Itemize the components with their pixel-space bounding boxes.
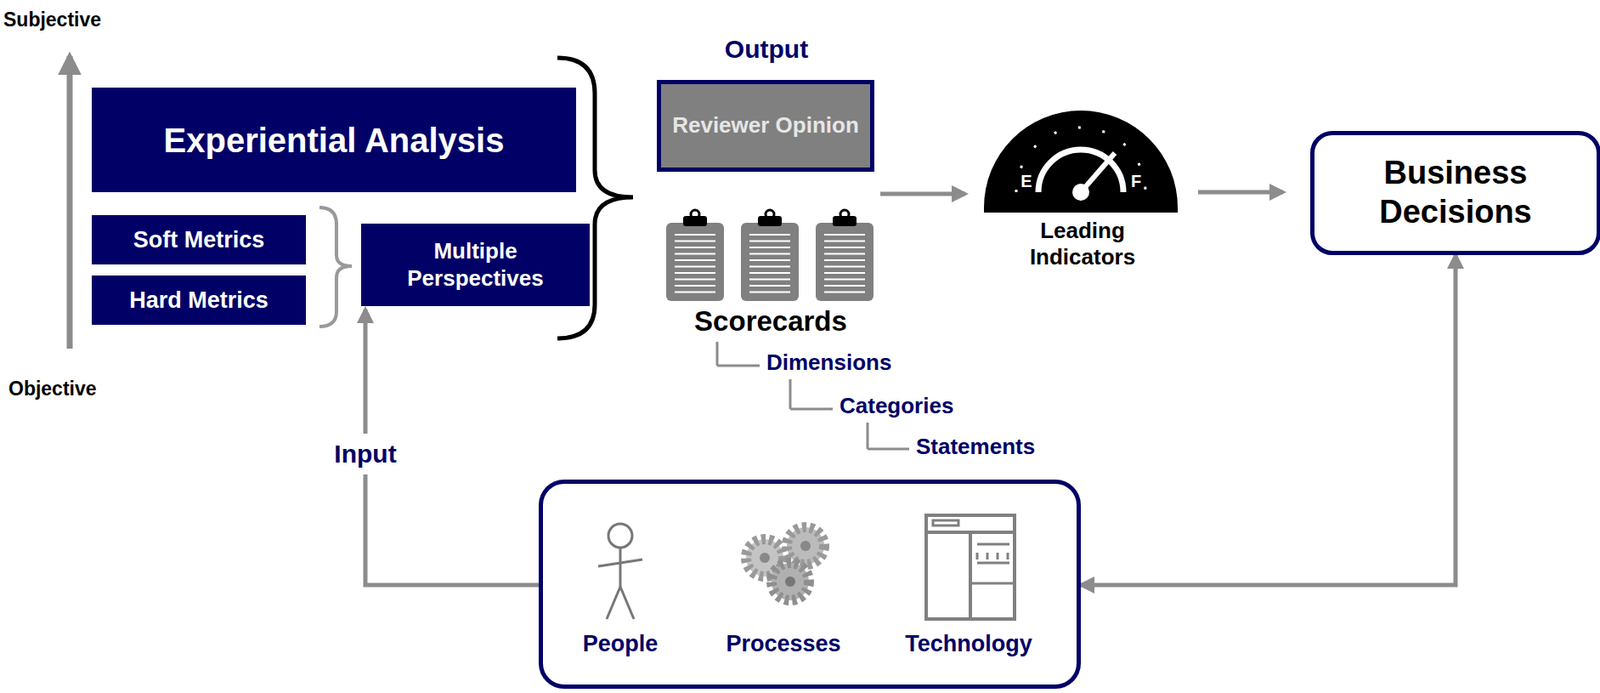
edge-label: Input xyxy=(330,433,400,475)
person-icon xyxy=(598,523,643,619)
node-text: Experiential Analysis xyxy=(155,119,514,161)
node-text: People xyxy=(574,629,668,657)
metric-box: Hard Metrics xyxy=(91,275,306,325)
illustration-label: Leading Indicators xyxy=(1010,217,1155,271)
axis-label: Subjective xyxy=(3,8,102,33)
axis-label: Objective xyxy=(8,377,97,402)
node-text: Hard Metrics xyxy=(120,286,278,314)
analysis-box: Experiential Analysis xyxy=(91,87,577,193)
tree-line xyxy=(866,422,870,449)
node-text: Multiple Perspectives xyxy=(361,237,590,291)
flow-arrow xyxy=(880,192,966,197)
decision-box: Business Decisions xyxy=(1310,130,1600,255)
output-box: Reviewer Opinion xyxy=(656,79,875,172)
gauge-letter: F xyxy=(1130,170,1142,192)
small-bracket xyxy=(319,207,352,327)
axis-arrow xyxy=(67,56,74,349)
node-text: Business Decisions xyxy=(1314,153,1597,232)
flow-arrow xyxy=(1198,190,1284,195)
server-rack-icon xyxy=(926,514,1015,619)
resource-box: People Processes Technology xyxy=(538,479,1081,689)
hierarchy-label: Statements xyxy=(915,433,1035,460)
illustration-label: Scorecards xyxy=(694,304,848,339)
tree-line xyxy=(867,447,910,451)
node-text: Soft Metrics xyxy=(124,226,274,254)
hierarchy-label: Categories xyxy=(839,392,954,419)
hierarchy-label: Dimensions xyxy=(766,349,892,376)
perspectives-box: Multiple Perspectives xyxy=(361,223,590,306)
section-heading: Output xyxy=(724,33,809,65)
metric-box: Soft Metrics xyxy=(91,214,306,265)
tree-line xyxy=(789,378,792,409)
tree-line xyxy=(790,407,833,411)
tree-line xyxy=(717,364,760,368)
node-text: Processes xyxy=(717,629,849,657)
node-text: Technology xyxy=(896,629,1041,657)
node-text: Reviewer Opinion xyxy=(663,112,868,139)
connector xyxy=(1080,254,1456,585)
tree-line xyxy=(716,341,719,366)
scorecard-clipboards xyxy=(666,209,874,301)
gauge-letter: E xyxy=(1020,170,1032,192)
gauge-icon xyxy=(983,110,1178,213)
gears-icon xyxy=(746,526,825,600)
